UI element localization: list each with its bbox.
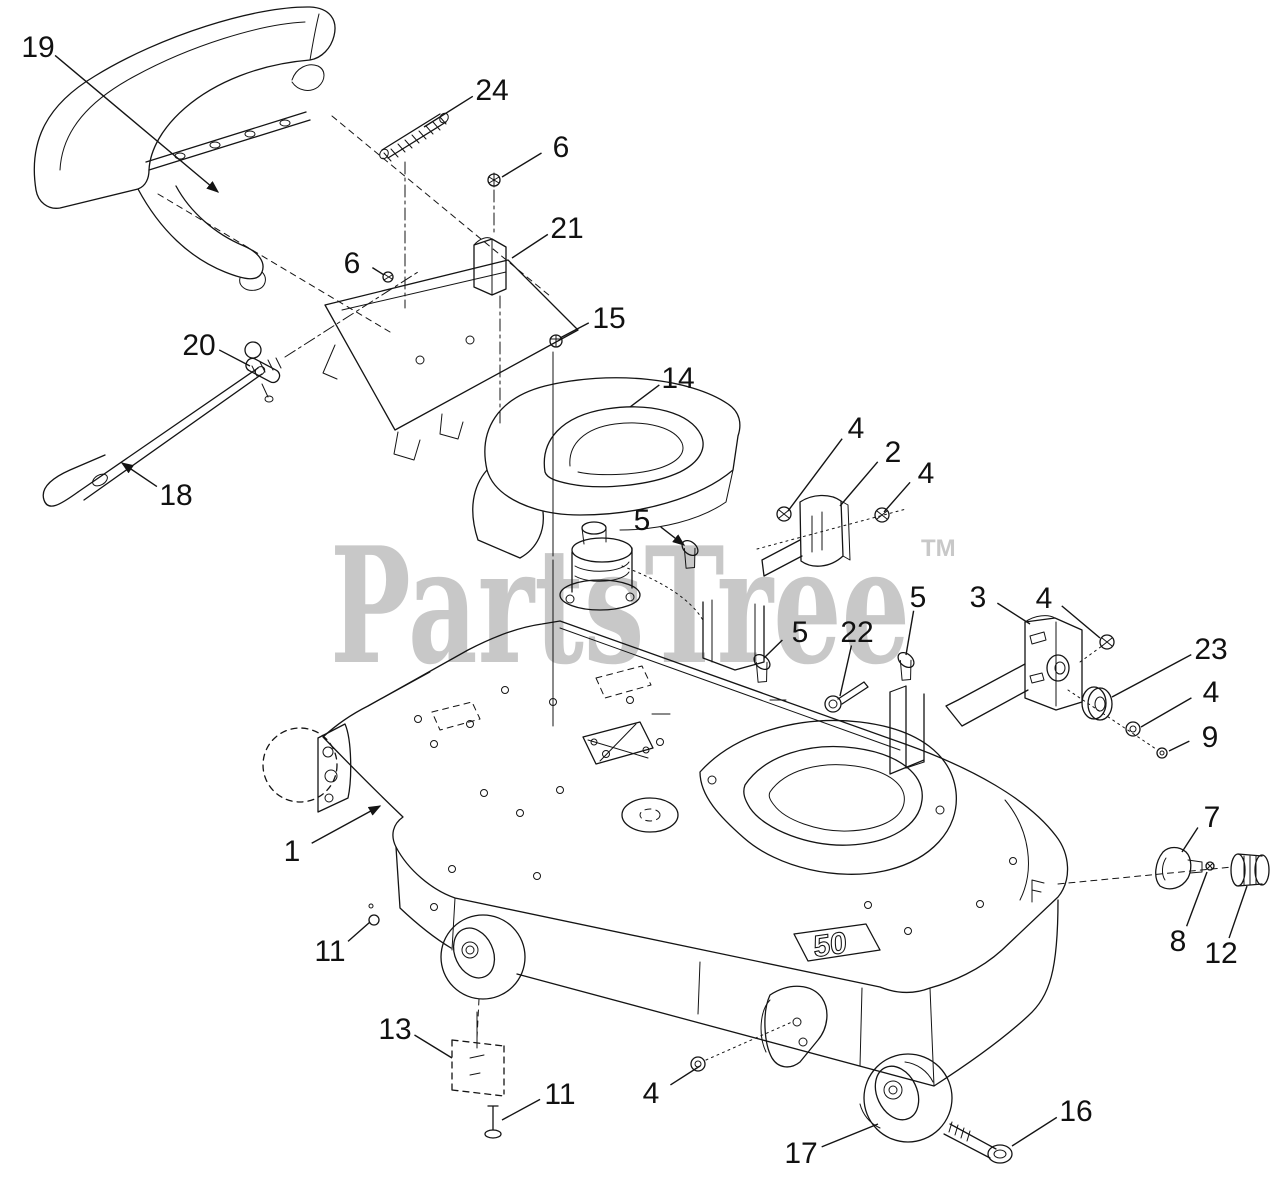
callout-2: 2 xyxy=(885,436,902,469)
leader-line-4 xyxy=(883,481,911,513)
leader-line-21 xyxy=(511,233,549,259)
part-12-roller xyxy=(1057,853,1270,887)
leader-line-6 xyxy=(501,152,542,178)
deflector-mount-plate xyxy=(157,115,579,461)
leader-line-4 xyxy=(670,1065,701,1086)
callout-4: 4 xyxy=(643,1077,660,1110)
callout-4: 4 xyxy=(848,412,865,445)
callout-21: 21 xyxy=(550,212,583,245)
callout-9: 9 xyxy=(1202,721,1219,754)
leader-line-11 xyxy=(501,1098,541,1121)
leader-line-22 xyxy=(839,645,853,697)
leader-line-8 xyxy=(1185,871,1208,927)
leader-line-14 xyxy=(629,384,660,408)
part-17-wheel xyxy=(859,1053,953,1143)
leader-line-23 xyxy=(1111,654,1192,698)
leader-line-4 xyxy=(787,438,843,512)
leader-line-18 xyxy=(120,462,158,488)
leader-line-20 xyxy=(218,349,251,367)
part-18-rod xyxy=(42,366,266,507)
leader-line-3 xyxy=(996,602,1031,625)
leader-line-5 xyxy=(660,526,686,546)
part-14-cover xyxy=(472,377,741,559)
callout-3: 3 xyxy=(970,581,987,614)
callout-23: 23 xyxy=(1194,633,1227,666)
callout-20: 20 xyxy=(182,329,215,362)
leader-line-4 xyxy=(1061,605,1101,639)
part-21-bracket xyxy=(473,237,507,296)
leader-line-7 xyxy=(1181,827,1199,853)
watermark-text: PartsTree xyxy=(330,512,910,700)
callout-4: 4 xyxy=(918,457,935,490)
callout-14: 14 xyxy=(661,362,694,395)
callout-15: 15 xyxy=(592,302,625,335)
callout-4: 4 xyxy=(1203,676,1220,709)
part-24-spring xyxy=(379,112,449,309)
deck-bolt-holes xyxy=(414,686,1017,935)
part-8-bolt xyxy=(1205,861,1215,871)
deck-decal: 50 xyxy=(813,926,847,964)
callout-6: 6 xyxy=(344,247,361,280)
part-6-bolts xyxy=(382,172,501,425)
part-7-cap xyxy=(1155,846,1203,890)
leader-line-6 xyxy=(372,267,385,276)
front-hanger-bracket xyxy=(690,985,828,1072)
callout-13: 13 xyxy=(378,1013,411,1046)
part-11-bolts xyxy=(368,903,502,1139)
part-20-latch xyxy=(244,271,419,403)
watermark: PartsTree TM xyxy=(330,512,956,700)
callout-5: 5 xyxy=(910,581,927,614)
leader-line-11 xyxy=(347,921,371,942)
leader-line-4 xyxy=(1140,697,1192,728)
callout-5: 5 xyxy=(634,504,651,537)
callout-18: 18 xyxy=(159,479,192,512)
leader-line-5 xyxy=(763,639,783,659)
callout-8: 8 xyxy=(1170,925,1187,958)
leader-line-13 xyxy=(414,1034,453,1059)
leader-line-2 xyxy=(839,461,879,507)
front-wheel xyxy=(440,914,526,1039)
leader-line-24 xyxy=(423,95,474,128)
callout-17: 17 xyxy=(784,1137,817,1170)
callout-11: 11 xyxy=(314,935,345,968)
part-1-deck xyxy=(322,620,1069,1087)
left-caster xyxy=(262,723,352,813)
leader-line-16 xyxy=(1011,1116,1058,1147)
callout-11: 11 xyxy=(544,1078,575,1111)
leader-line-9 xyxy=(1168,740,1190,752)
part-16-bolt xyxy=(943,1121,1013,1164)
callout-7: 7 xyxy=(1204,801,1221,834)
callout-1: 1 xyxy=(284,835,301,868)
leader-line-17 xyxy=(821,1123,879,1148)
part-3-bracket xyxy=(945,615,1168,759)
callout-5: 5 xyxy=(792,616,809,649)
spindle-assembly xyxy=(559,521,705,623)
watermark-tm: TM xyxy=(921,535,956,562)
part-19-deflector xyxy=(33,6,336,291)
callout-19: 19 xyxy=(21,31,54,64)
callout-24: 24 xyxy=(475,74,508,107)
leader-line-12 xyxy=(1228,885,1248,939)
callout-6: 6 xyxy=(553,131,570,164)
callout-16: 16 xyxy=(1059,1095,1092,1128)
part-22-bolt xyxy=(824,681,869,713)
leader-line-5 xyxy=(905,610,915,656)
leader-line-19 xyxy=(54,54,220,193)
deck-channel-bracket xyxy=(702,599,925,775)
leader-line-15 xyxy=(559,322,590,339)
callout-4: 4 xyxy=(1036,582,1053,615)
part-2-bracket xyxy=(756,494,907,577)
callout-12: 12 xyxy=(1204,937,1237,970)
leader-line-1 xyxy=(311,805,382,844)
callout-22: 22 xyxy=(840,616,873,649)
part-13-bracket-ghost xyxy=(451,1011,505,1097)
